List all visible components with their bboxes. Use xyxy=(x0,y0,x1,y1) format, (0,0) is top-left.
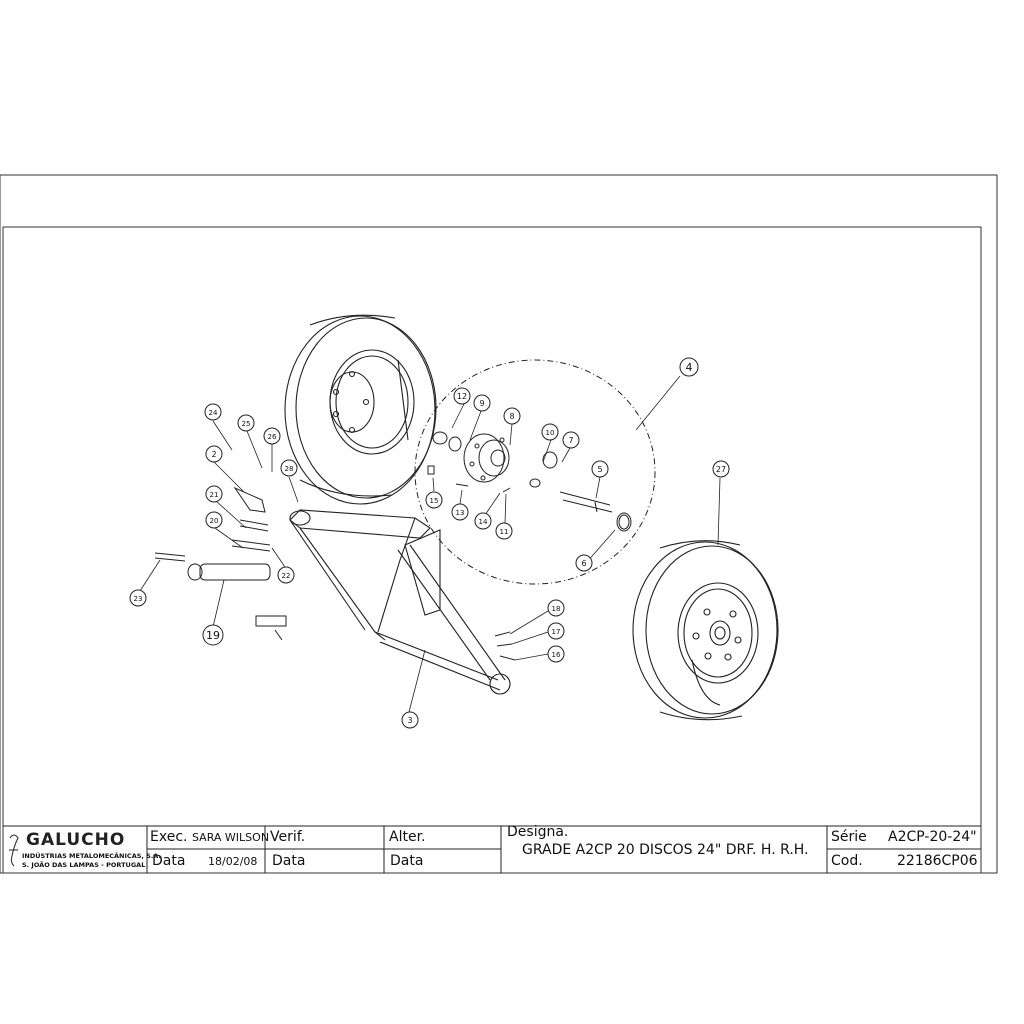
part-balloon-3: 3 xyxy=(401,711,419,729)
svg-text:11: 11 xyxy=(500,528,509,536)
svg-text:8: 8 xyxy=(509,412,514,421)
part-balloon-10: 10 xyxy=(541,423,559,441)
svg-text:15: 15 xyxy=(430,497,439,505)
svg-text:20: 20 xyxy=(210,517,219,525)
part-balloon-2: 2 xyxy=(205,445,223,463)
bolts-16-18 xyxy=(494,631,516,661)
exec-label: Exec. xyxy=(150,829,188,845)
part-balloon-4: 4 xyxy=(679,357,699,377)
leader-lines xyxy=(139,375,721,713)
hub-assembly-group xyxy=(414,359,656,585)
part-balloon-5: 5 xyxy=(591,460,609,478)
part-balloon-20: 20 xyxy=(205,511,223,529)
part-balloon-26: 26 xyxy=(263,427,281,445)
hub-parts xyxy=(427,431,632,532)
part-balloon-6: 6 xyxy=(575,554,593,572)
designa-value: GRADE A2CP 20 DISCOS 24" DRF. H. R.H. xyxy=(522,842,809,858)
part-balloon-22: 22 xyxy=(277,566,295,584)
serie-value: A2CP-20-24" xyxy=(888,829,977,845)
part-balloon-14: 14 xyxy=(474,512,492,530)
serie-label: Série xyxy=(831,829,867,845)
svg-text:24: 24 xyxy=(209,409,218,417)
data-value: 18/02/08 xyxy=(208,855,258,868)
axle-frame xyxy=(289,509,511,695)
svg-text:4: 4 xyxy=(686,361,693,374)
svg-text:22: 22 xyxy=(282,572,291,580)
part-balloon-21: 21 xyxy=(205,485,223,503)
inner-frame xyxy=(2,226,982,874)
alter-label: Alter. xyxy=(389,829,426,845)
part-balloon-15: 15 xyxy=(425,491,443,509)
part-balloon-27: 27 xyxy=(712,460,730,478)
outer-border xyxy=(0,174,998,874)
svg-text:17: 17 xyxy=(552,628,561,636)
svg-text:2: 2 xyxy=(211,450,216,459)
svg-text:6: 6 xyxy=(581,559,586,568)
part-balloon-18: 18 xyxy=(547,599,565,617)
part-balloon-12: 12 xyxy=(453,387,471,405)
cod-value: 22186CP06 xyxy=(897,853,978,869)
svg-text:26: 26 xyxy=(268,433,277,441)
hydraulic-cylinder xyxy=(154,486,287,641)
part-balloon-16: 16 xyxy=(547,645,565,663)
designa-label: Designa. xyxy=(507,824,569,840)
svg-text:5: 5 xyxy=(597,465,602,474)
part-balloon-9: 9 xyxy=(473,394,491,412)
svg-text:10: 10 xyxy=(546,429,555,437)
part-balloon-28: 28 xyxy=(280,459,298,477)
verif-label: Verif. xyxy=(270,829,306,845)
svg-text:14: 14 xyxy=(479,518,488,526)
company-line1: INDÚSTRIAS METALOMECÂNICAS, S.A. xyxy=(22,852,161,860)
svg-text:19: 19 xyxy=(206,629,220,642)
wheel-right xyxy=(632,540,779,721)
company-name: GALUCHO xyxy=(26,830,126,850)
part-balloon-25: 25 xyxy=(237,414,255,432)
part-balloons: 4 27 12 9 8 10 7 5 6 15 13 14 11 18 17 1… xyxy=(129,357,730,729)
svg-text:21: 21 xyxy=(210,491,219,499)
title-block-grid xyxy=(3,825,981,873)
svg-text:12: 12 xyxy=(457,392,467,401)
verif-data-label: Data xyxy=(272,853,306,869)
part-balloon-23: 23 xyxy=(129,589,147,607)
wheel-top-left xyxy=(284,314,437,505)
part-balloon-11: 11 xyxy=(495,522,513,540)
svg-text:7: 7 xyxy=(568,436,573,445)
svg-text:9: 9 xyxy=(479,399,484,408)
svg-text:18: 18 xyxy=(552,605,561,613)
part-balloon-13: 13 xyxy=(451,503,469,521)
svg-text:23: 23 xyxy=(134,595,143,603)
svg-text:27: 27 xyxy=(716,465,726,474)
part-balloon-7: 7 xyxy=(562,431,580,449)
svg-text:16: 16 xyxy=(552,651,561,659)
part-balloon-19: 19 xyxy=(202,624,224,646)
cod-label: Cod. xyxy=(831,853,863,869)
exec-value: SARA WILSON xyxy=(192,831,270,844)
part-balloon-17: 17 xyxy=(547,622,565,640)
svg-text:3: 3 xyxy=(407,716,412,725)
company-line2: S. JOÃO DAS LAMPAS - PORTUGAL xyxy=(22,861,146,869)
part-balloon-24: 24 xyxy=(204,403,222,421)
svg-text:13: 13 xyxy=(456,509,465,517)
data-label: Data xyxy=(152,853,186,869)
alter-data-label: Data xyxy=(390,853,424,869)
svg-text:28: 28 xyxy=(285,465,294,473)
part-balloon-8: 8 xyxy=(503,407,521,425)
svg-text:25: 25 xyxy=(242,420,251,428)
company-emblem xyxy=(9,834,19,867)
